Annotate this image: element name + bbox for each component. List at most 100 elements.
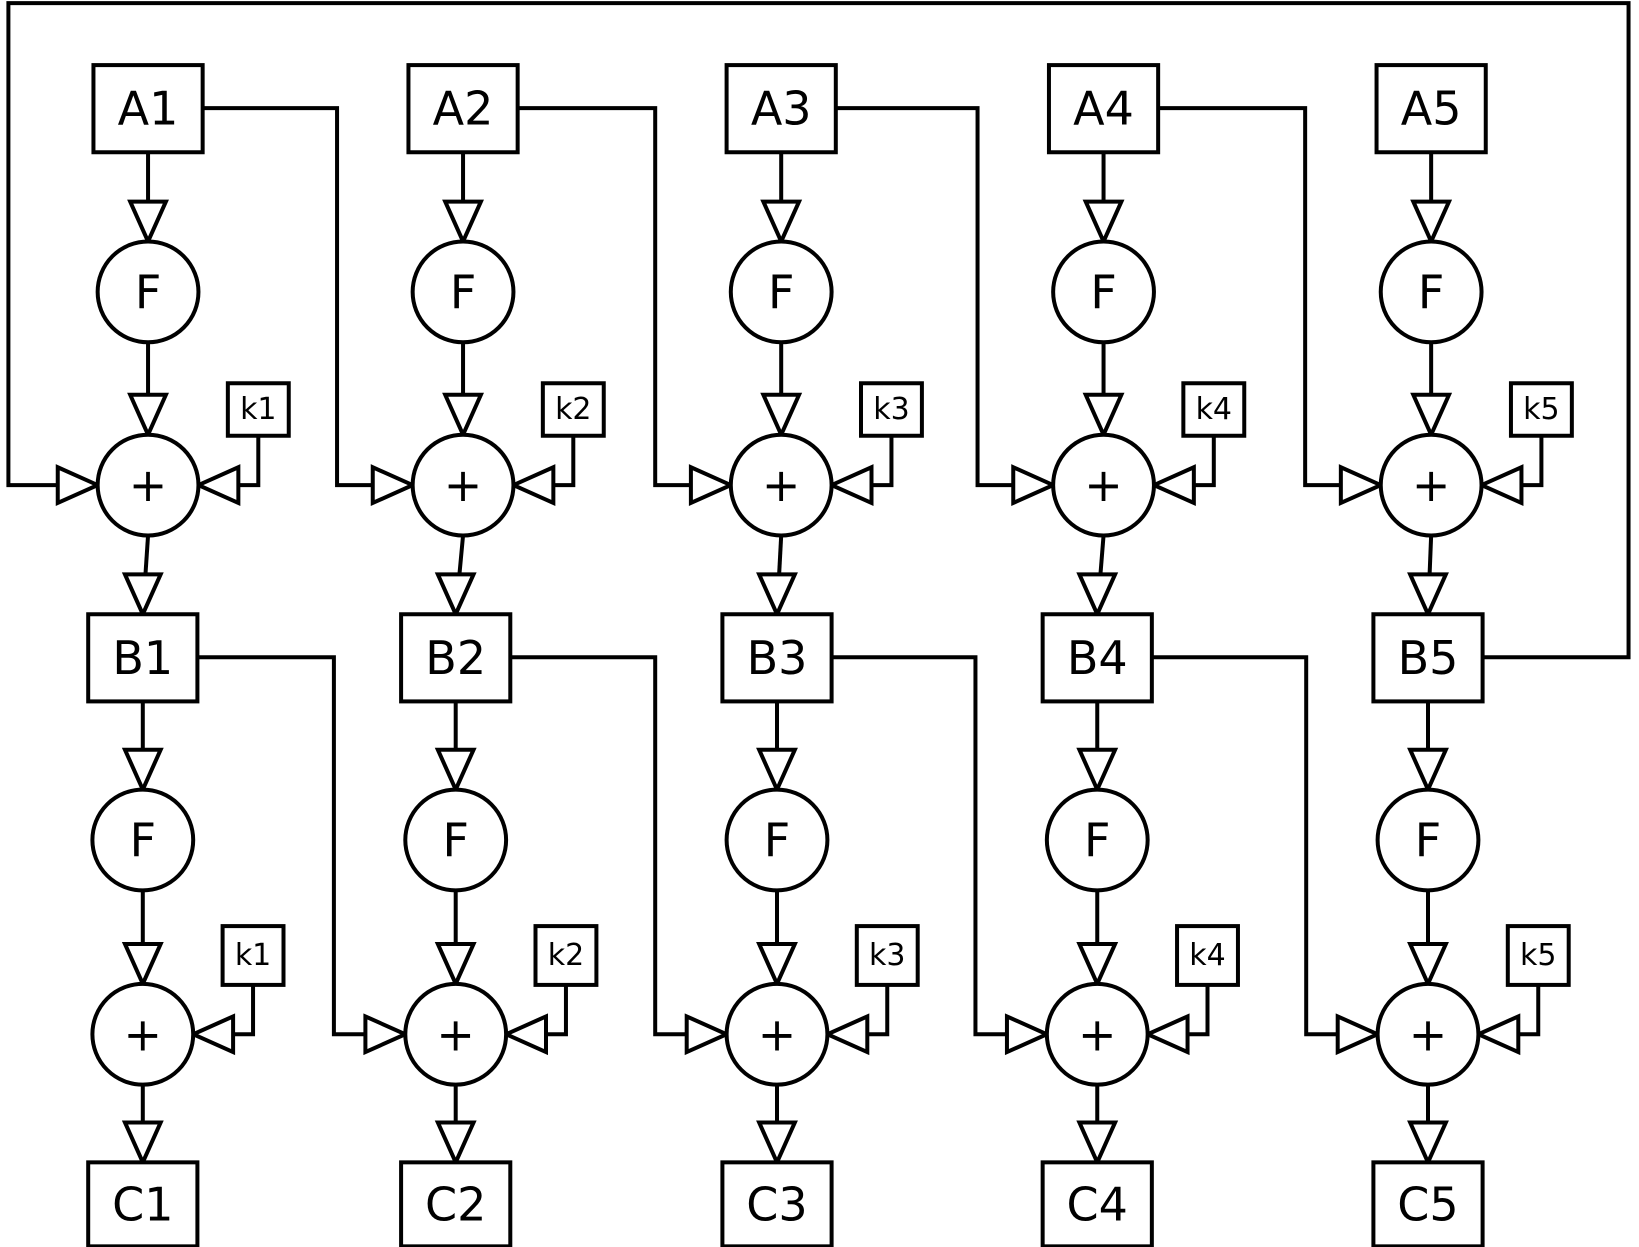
- xor-node-top-5-outline: [1378, 432, 1484, 538]
- box-a3: A3: [724, 63, 838, 155]
- xor-node-bottom-5-outline: [1375, 981, 1481, 1087]
- xor-node-bottom-3: +: [724, 981, 830, 1087]
- arrow-a1-f: [127, 199, 169, 247]
- arrow-b3-to-sum4: [1004, 1013, 1052, 1056]
- box-a2-label: A2: [433, 82, 494, 136]
- key-box-top-4-frame: [1181, 381, 1247, 438]
- key-box-top-1-label: k1: [240, 392, 276, 427]
- box-b5: B5: [1371, 612, 1485, 704]
- box-a3-frame: [724, 63, 838, 155]
- box-b2-frame: [399, 612, 513, 704]
- f-node-top-5-label: F: [1418, 265, 1444, 319]
- arrow-f2-sum-bottom: [434, 941, 477, 989]
- arrow-b4-to-sum5: [1335, 1013, 1383, 1056]
- f-node-bottom-4-outline: [1044, 787, 1150, 893]
- arrow-a3-to-sum4: [1011, 464, 1059, 507]
- xor-node-bottom-3-label: +: [758, 1007, 797, 1061]
- key-box-top-3-frame: [859, 381, 924, 438]
- key-box-bottom-2-frame: [533, 924, 599, 987]
- arrow-k1-sum-bottom: [188, 1013, 236, 1056]
- arrow-b2-f: [434, 747, 477, 795]
- arrow-k5-sum-top: [1476, 464, 1524, 507]
- xor-node-bottom-1-label: +: [124, 1007, 163, 1061]
- xor-node-top-5-label: +: [1412, 458, 1451, 512]
- key-box-top-2-label: k2: [555, 392, 591, 427]
- f-node-bottom-1-outline: [90, 787, 196, 893]
- xor-node-top-4-label: +: [1084, 458, 1123, 512]
- arrow-sum1-b: [121, 572, 164, 620]
- xor-node-bottom-4-label: +: [1078, 1007, 1117, 1061]
- xor-node-top-3: +: [728, 432, 834, 538]
- arrow-a1-to-sum2: [370, 464, 418, 507]
- xor-node-top-4-outline: [1051, 432, 1156, 538]
- arrow-a3-f: [760, 199, 803, 247]
- xor-node-top-5: +: [1378, 432, 1484, 538]
- box-c5-label: C5: [1397, 1177, 1458, 1231]
- box-a4: A4: [1046, 63, 1161, 155]
- arrow-k5-sum-bottom: [1473, 1013, 1521, 1056]
- box-b2-label: B2: [425, 631, 486, 685]
- arrow-a2-f: [442, 199, 484, 247]
- box-b1-frame: [86, 612, 200, 704]
- box-c2: C2: [399, 1160, 513, 1247]
- xor-node-top-4: +: [1051, 432, 1156, 538]
- arrow-k4-sum-bottom: [1142, 1013, 1190, 1056]
- arrow-sum2-b: [434, 572, 477, 620]
- arrow-sum2-c: [434, 1120, 477, 1168]
- box-c1-label: C1: [112, 1177, 173, 1231]
- box-b2: B2: [399, 612, 513, 704]
- box-a2-frame: [406, 63, 520, 155]
- arrow-f5-sum-bottom: [1407, 941, 1449, 989]
- key-box-bottom-3: k3: [854, 924, 920, 987]
- box-c5: C5: [1371, 1160, 1485, 1247]
- f-node-bottom-3: F: [724, 787, 830, 893]
- f-node-top-3-outline: [728, 239, 834, 345]
- box-b4-frame: [1040, 612, 1154, 704]
- arrow-f1-sum: [127, 392, 169, 440]
- box-a2: A2: [406, 63, 520, 155]
- key-box-top-4-label: k4: [1196, 392, 1232, 427]
- xor-node-bottom-5-label: +: [1409, 1007, 1448, 1061]
- box-a4-label: A4: [1073, 82, 1134, 136]
- f-node-bottom-2-outline: [403, 787, 509, 893]
- box-c4-label: C4: [1067, 1177, 1128, 1231]
- arrow-f2-sum: [442, 392, 484, 440]
- f-node-bottom-5-label: F: [1415, 813, 1441, 867]
- f-node-top-1-outline: [95, 239, 201, 345]
- key-box-bottom-4-label: k4: [1189, 938, 1225, 973]
- arrow-b4-f: [1076, 747, 1119, 795]
- key-box-top-5-frame: [1508, 381, 1574, 438]
- f-node-bottom-4: F: [1044, 787, 1150, 893]
- f-node-top-4-label: F: [1090, 265, 1116, 319]
- arrow-a4-to-sum5: [1338, 464, 1386, 507]
- box-a1-label: A1: [118, 82, 179, 136]
- key-box-top-2-frame: [540, 381, 606, 438]
- f-node-bottom-2: F: [403, 787, 509, 893]
- arrow-sum3-c: [756, 1120, 798, 1168]
- xor-node-bottom-5: +: [1375, 981, 1481, 1087]
- key-box-top-5: k5: [1508, 381, 1574, 438]
- f-node-top-2-label: F: [450, 265, 476, 319]
- key-box-bottom-5-label: k5: [1520, 938, 1556, 973]
- arrow-sum5-c: [1407, 1120, 1449, 1168]
- xor-node-top-1-label: +: [129, 458, 168, 512]
- box-c3-label: C3: [746, 1177, 807, 1231]
- xor-node-top-2-outline: [410, 432, 516, 538]
- f-node-bottom-5: F: [1375, 787, 1481, 893]
- arrow-b1-f: [121, 747, 164, 795]
- connector-lines: [6, 1, 1631, 1163]
- arrow-sum3-b: [756, 572, 798, 620]
- f-node-top-5: F: [1378, 239, 1484, 345]
- box-b4-label: B4: [1067, 631, 1128, 685]
- f-node-bottom-4-label: F: [1084, 813, 1110, 867]
- arrow-f3-sum-bottom: [756, 941, 798, 989]
- arrow-f4-sum: [1082, 392, 1125, 440]
- arrow-k3-sum-bottom: [822, 1013, 870, 1056]
- box-a5-frame: [1374, 63, 1488, 155]
- f-node-top-4-outline: [1051, 239, 1156, 345]
- box-c2-frame: [399, 1160, 513, 1247]
- arrow-sum5-b: [1407, 572, 1449, 620]
- key-box-bottom-3-frame: [854, 924, 920, 987]
- box-c4-frame: [1040, 1160, 1154, 1247]
